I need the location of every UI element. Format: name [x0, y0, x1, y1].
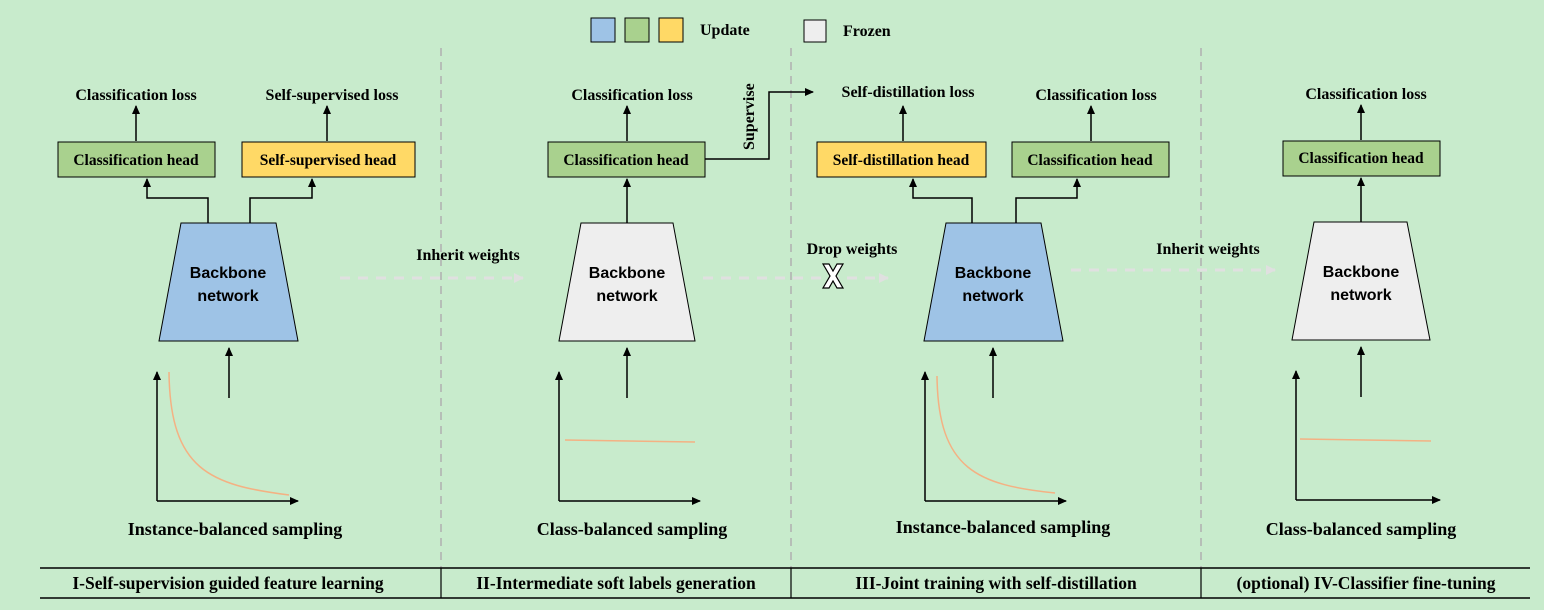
stage2-balanced-line: [564, 439, 696, 443]
stage1-self-supervised-loss: Self-supervised loss: [266, 87, 399, 104]
stage3-sampling-plot: [921, 371, 1067, 505]
stage1-connector-left: [143, 178, 209, 223]
transition-inherit-1: Inherit weights: [340, 247, 524, 283]
stage4-sampling-label: Class-balanced sampling: [1266, 519, 1457, 539]
legend-yellow-swatch: [658, 17, 684, 43]
inherit-weights-label-2: Inherit weights: [1156, 241, 1260, 258]
stage2-sampling-label: Class-balanced sampling: [537, 519, 728, 539]
stage3-long-tail-curve: [936, 375, 1056, 494]
stage2-sampling-plot: [555, 371, 701, 505]
stage1-title: I-Self-supervision guided feature learni…: [72, 573, 384, 593]
drop-cross-icon: [821, 263, 845, 289]
stage2-classification-loss: Classification loss: [571, 87, 692, 104]
legend-frozen-label: Frozen: [843, 23, 891, 40]
drop-weights-label: Drop weights: [807, 241, 898, 258]
stage2-backbone-network: [558, 222, 696, 342]
stage3-backbone-label-2: network: [962, 288, 1023, 305]
stage3-title: III-Joint training with self-distillatio…: [855, 573, 1137, 593]
legend-update-label: Update: [700, 22, 750, 39]
stage3-classification-head: [1011, 141, 1170, 178]
stage1-sampling-label: Instance-balanced sampling: [128, 519, 343, 539]
stage3-connector-right: [1015, 178, 1081, 223]
stage4-title: (optional) IV-Classifier fine-tuning: [1237, 573, 1496, 593]
stage4-classification-head: [1282, 140, 1441, 177]
legend-green-swatch: [624, 17, 650, 43]
stage3-backbone-network: [923, 222, 1064, 342]
legend: Update Frozen: [590, 17, 891, 43]
stage4-backbone-label-2: network: [1330, 287, 1391, 304]
stage4-balanced-line: [1299, 438, 1432, 442]
stage3-classification-head-label: Classification head: [1027, 152, 1153, 169]
stage-titles-bar: I-Self-supervision guided feature learni…: [40, 567, 1530, 599]
stage1-backbone-label-1: Backbone: [190, 265, 267, 282]
stage-3: Self-distillation loss Classification lo…: [816, 84, 1170, 537]
stage2-title: II-Intermediate soft labels generation: [476, 573, 756, 593]
stage2-supervise-arrow: [705, 88, 814, 160]
stage3-self-distillation-head: [816, 141, 987, 178]
stage3-self-distillation-head-label: Self-distillation head: [833, 152, 970, 169]
transition-inherit-2: Inherit weights: [1071, 241, 1276, 275]
inherit-weights-label-1: Inherit weights: [416, 247, 520, 264]
stage1-classification-head: [57, 141, 216, 178]
stage3-backbone-label-1: Backbone: [955, 265, 1032, 282]
stage3-classification-loss: Classification loss: [1035, 87, 1156, 104]
stage3-connector-left: [909, 178, 973, 223]
stage-2: Classification loss Classification head …: [537, 83, 814, 539]
transition-drop: Drop weights: [703, 241, 898, 289]
stage1-self-supervised-head: [241, 141, 416, 178]
stage-dividers: [440, 48, 1202, 568]
stage4-backbone-label-1: Backbone: [1323, 264, 1400, 281]
stage1-self-supervised-head-label: Self-supervised head: [260, 152, 397, 169]
stage4-classification-loss: Classification loss: [1305, 86, 1426, 103]
stage2-supervise-label: Supervise: [741, 83, 758, 150]
stage2-backbone-label-1: Backbone: [589, 265, 666, 282]
stage-4: Classification loss Classification head …: [1266, 86, 1457, 539]
stage1-connector-right: [249, 178, 316, 223]
stage4-sampling-plot: [1292, 370, 1441, 504]
stage3-sampling-label: Instance-balanced sampling: [896, 517, 1111, 537]
stage3-self-distillation-loss: Self-distillation loss: [842, 84, 975, 101]
stage1-backbone-network: [158, 222, 299, 342]
stage1-classification-loss: Classification loss: [75, 87, 196, 104]
stage2-backbone-label-2: network: [596, 288, 657, 305]
stage1-long-tail-curve: [168, 371, 290, 496]
legend-blue-swatch: [590, 17, 616, 43]
stage-1: Classification loss Self-supervised loss…: [57, 87, 416, 539]
stage4-backbone-network: [1291, 221, 1431, 341]
stage1-classification-head-label: Classification head: [73, 152, 199, 169]
stage2-classification-head-label: Classification head: [563, 152, 689, 169]
stage1-sampling-plot: [153, 371, 299, 505]
stage4-classification-head-label: Classification head: [1298, 150, 1424, 167]
legend-frozen-swatch: [803, 19, 827, 43]
stage1-backbone-label-2: network: [197, 288, 258, 305]
